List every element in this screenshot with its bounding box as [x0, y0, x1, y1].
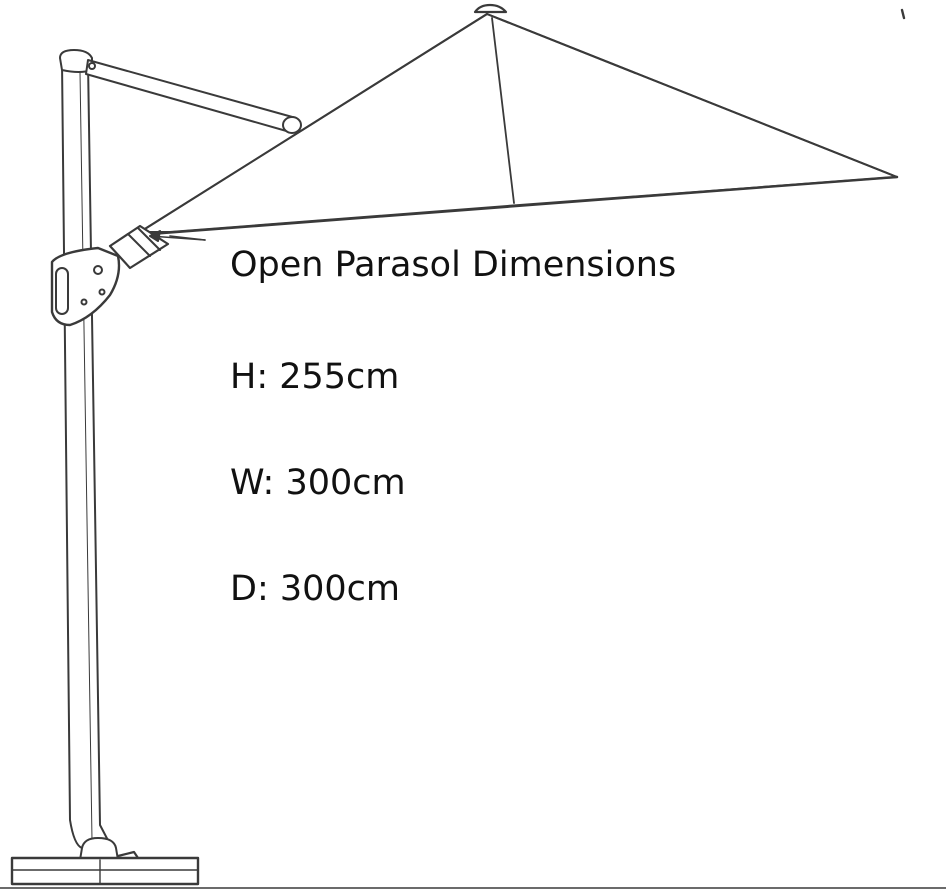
- base: [0, 837, 946, 889]
- support-arm-pivot: [88, 62, 96, 70]
- crank-bolt-2: [80, 298, 88, 306]
- crank-mechanism: [50, 224, 206, 327]
- base-collar: [79, 837, 119, 861]
- crank-bolt-1: [93, 265, 103, 275]
- base-plate: [10, 856, 200, 886]
- arm-connector-detail: [127, 233, 151, 257]
- canopy-panel: [139, 13, 898, 233]
- canopy-rib-upper-left: [139, 13, 488, 233]
- dimension-width: W: 300cm: [230, 463, 406, 503]
- canopy-seam-line: [491, 17, 515, 204]
- corner-mark: [900, 8, 906, 20]
- base-lever: [116, 850, 140, 860]
- support-arm-hinge: [282, 116, 302, 134]
- pole-top-cap: [59, 49, 93, 73]
- canopy: [139, 3, 899, 241]
- arrow-head: [149, 230, 161, 242]
- support-arm-bar: [85, 59, 297, 133]
- canopy-rib-lower: [148, 175, 899, 236]
- dimension-height: H: 255cm: [230, 357, 400, 397]
- pole: [59, 49, 113, 849]
- dimension-depth: D: 300cm: [230, 569, 401, 609]
- canopy-rib-upper-right: [486, 13, 898, 178]
- support-arm: [85, 59, 302, 134]
- pole-shaft: [61, 61, 113, 849]
- crank-handle-slot: [55, 267, 69, 315]
- pole-highlight: [79, 71, 93, 841]
- dimensions-heading: Open Parasol Dimensions: [230, 245, 677, 285]
- canopy-top-finial: [473, 3, 508, 14]
- crank-bolt-3: [98, 288, 106, 296]
- arm-connector-detail-2: [137, 227, 161, 251]
